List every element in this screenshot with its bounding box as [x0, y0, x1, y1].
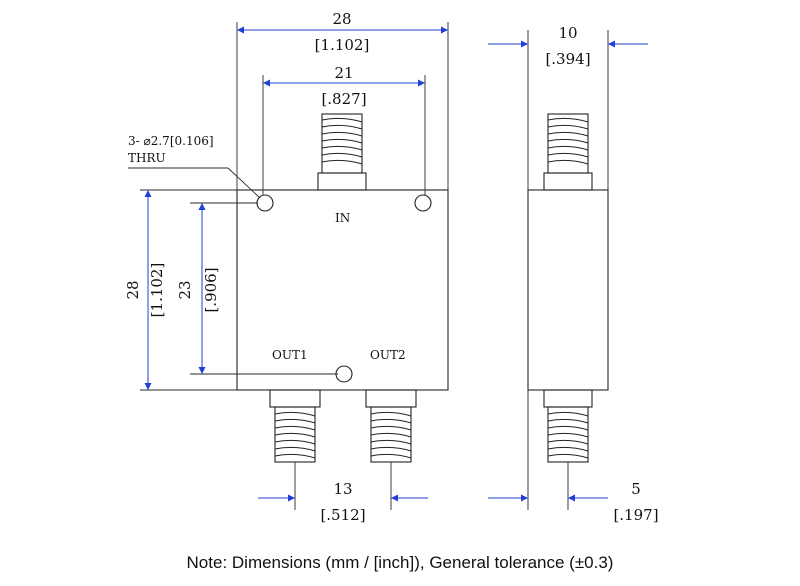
in-connector: [317, 113, 367, 191]
hole-callout-line1: 3- ⌀2.7[0.106]: [128, 134, 214, 148]
dim-height-arrow-top: [144, 190, 152, 197]
dim-hole-span-in: [.827]: [321, 90, 366, 108]
side-body: [527, 189, 609, 391]
dim-out-spacing-mm: 13: [333, 480, 352, 498]
dim-side-width-arrow-left: [521, 40, 528, 48]
dim-side-offset-in: [.197]: [613, 506, 658, 524]
dim-top-width-mm: 28: [332, 10, 351, 28]
port-out1-label: OUT1: [272, 348, 308, 362]
dimension-arrows: [144, 26, 648, 502]
dim-hole-span-mm: 21: [334, 64, 353, 82]
dim-hole-height-arrow-bottom: [198, 367, 206, 374]
dim-hole-height-mm: 23: [176, 280, 194, 299]
dim-side-width-in: [.394]: [545, 50, 590, 68]
extension-lines: [140, 22, 609, 510]
tolerance-note: Note: Dimensions (mm / [inch]), General …: [187, 553, 614, 572]
dim-top-width-arrow-right: [441, 26, 448, 34]
mounting-hole-bottom: [335, 365, 353, 383]
dim-top-width-arrow-left: [237, 26, 244, 34]
dim-out-spacing-in: [.512]: [320, 506, 365, 524]
dim-side-offset-mm: 5: [631, 480, 641, 498]
side-view: [527, 113, 609, 463]
dim-hole-span-arrow-left: [263, 79, 270, 87]
dim-out-spacing-arrow-left: [288, 494, 295, 502]
dim-hole-span-arrow-right: [418, 79, 425, 87]
hole-callout-line2: THRU: [128, 151, 166, 165]
port-in-label: IN: [335, 211, 350, 225]
dim-height-mm: 28: [124, 280, 142, 299]
dim-side-offset-arrow-left: [521, 494, 528, 502]
dim-hole-height-in: [.906]: [202, 267, 220, 312]
dim-top-width-in: [1.102]: [315, 36, 370, 54]
in-connector-threads: [321, 117, 363, 165]
dim-side-offset-arrow-right: [568, 494, 575, 502]
dim-height-in: [1.102]: [148, 263, 166, 318]
dim-out-spacing-arrow-right: [391, 494, 398, 502]
port-out2-label: OUT2: [370, 348, 406, 362]
mounting-hole-top-right: [414, 194, 432, 212]
dim-side-width-mm: 10: [558, 24, 577, 42]
dim-side-width-arrow-right: [608, 40, 615, 48]
out1-connector: [269, 389, 321, 463]
dim-height-arrow-bottom: [144, 383, 152, 390]
out2-connector: [365, 389, 417, 463]
dimension-labels: 28 [1.102] 21 [.827] 13 [.512] 10 [.394]…: [124, 10, 659, 524]
dim-hole-height-arrow-top: [198, 203, 206, 210]
